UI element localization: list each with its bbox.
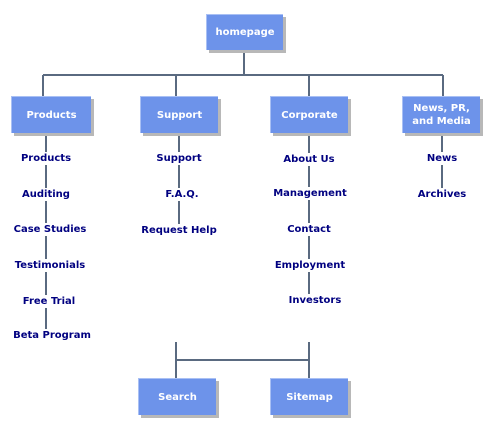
corporate-link-about-us[interactable]: About Us xyxy=(281,153,337,166)
products-link-testimonials[interactable]: Testimonials xyxy=(12,259,88,272)
products-link-products[interactable]: Products xyxy=(18,152,74,165)
products-link-beta-program[interactable]: Beta Program xyxy=(11,329,93,342)
support-link-support[interactable]: Support xyxy=(154,152,204,165)
products-link-free-trial[interactable]: Free Trial xyxy=(20,295,78,308)
products-link-auditing[interactable]: Auditing xyxy=(20,188,72,201)
section-support-box[interactable]: Support xyxy=(140,96,218,133)
support-link-request-help[interactable]: Request Help xyxy=(139,224,219,237)
news-link-news[interactable]: News xyxy=(424,152,460,165)
search-box[interactable]: Search xyxy=(138,378,216,415)
support-link-faq[interactable]: F.A.Q. xyxy=(163,188,201,201)
section-news-box[interactable]: News, PR,and Media xyxy=(402,96,480,133)
sitemap-box[interactable]: Sitemap xyxy=(270,378,348,415)
products-link-case-studies[interactable]: Case Studies xyxy=(11,223,89,236)
news-link-archives[interactable]: Archives xyxy=(415,188,469,201)
corporate-link-contact[interactable]: Contact xyxy=(285,223,333,236)
corporate-link-employment[interactable]: Employment xyxy=(272,259,348,272)
corporate-link-investors[interactable]: Investors xyxy=(286,294,344,307)
section-corporate-box[interactable]: Corporate xyxy=(270,96,348,133)
corporate-link-management[interactable]: Management xyxy=(271,187,349,200)
homepage-box[interactable]: homepage xyxy=(206,14,283,50)
section-products-box[interactable]: Products xyxy=(11,96,91,133)
